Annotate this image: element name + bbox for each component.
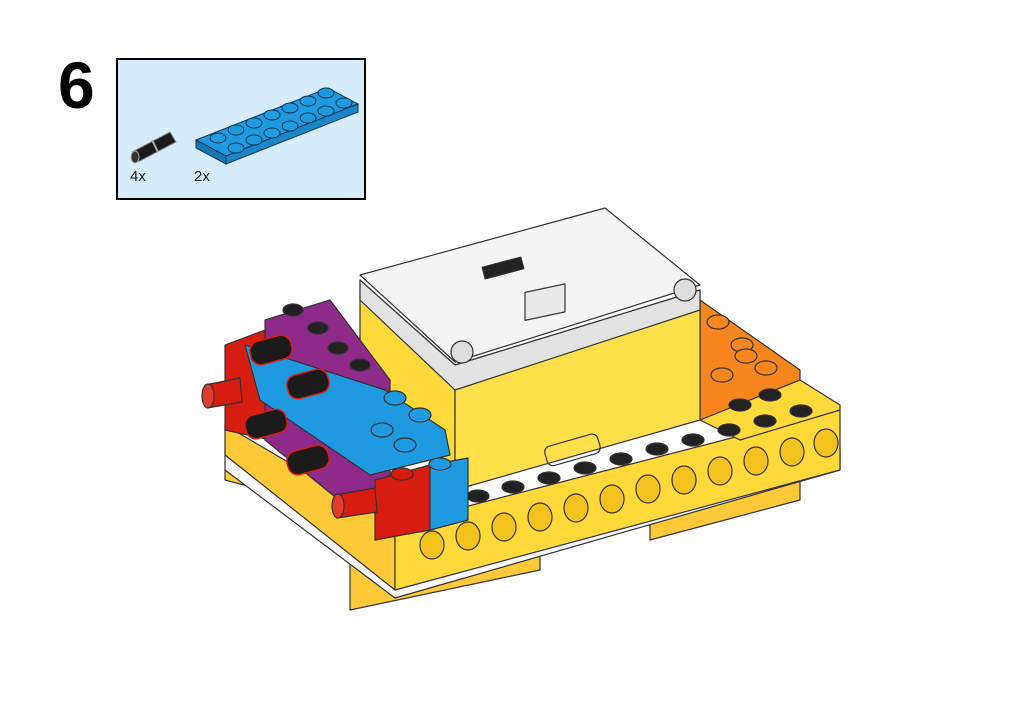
connector-pegs [244,334,330,476]
step-number: 6 [58,48,95,122]
peg-quantity: 4x [130,168,146,185]
hub-button[interactable] [450,340,474,364]
blue-studs [370,390,432,453]
parts-illustration [130,87,360,165]
red-stud [390,467,414,481]
blue-stud [428,457,452,471]
hub-label [481,256,525,280]
hub-lid-side [359,279,701,391]
orange-studs [706,314,778,383]
beam-holes [419,428,839,560]
purple-studs [282,303,371,372]
red-axle-end [201,383,215,409]
hub-lid [359,207,701,363]
blue-brick-front [429,457,469,531]
hub-center-button[interactable] [524,283,566,322]
red-axle-end [331,493,345,519]
parts-callout: 4x 2x [116,58,366,200]
connector-peg-icon [130,131,177,164]
plate-icon [194,87,360,165]
hub-button[interactable] [673,278,697,302]
plate-quantity: 2x [194,168,210,185]
hub-handle [544,433,601,467]
black-studs [466,388,813,503]
